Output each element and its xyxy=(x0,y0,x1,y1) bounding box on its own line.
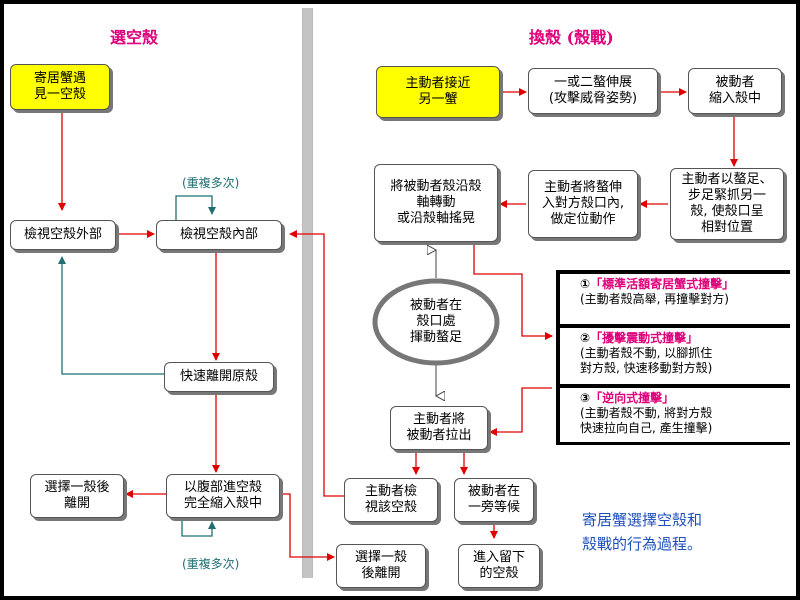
box-inspect-inside: 檢視空殼內部 xyxy=(156,220,282,250)
attack-item-3-title: 「逆向式撞擊」 xyxy=(590,391,675,405)
box-reach-in: 主動者將螯伸 入對方殼口內, 做定位動作 xyxy=(528,170,638,238)
box-inspect-shell: 主動者檢 視該空殼 xyxy=(344,478,438,522)
box-choose-and-leave: 選擇一殼後 離開 xyxy=(30,474,124,518)
section-divider xyxy=(302,8,313,578)
attack-item-3: ③「逆向式撞擊」 (主動者殼不動, 將對方殼 快速拉向自己, 產生撞擊) xyxy=(560,388,790,442)
arrow-repeat-bottom xyxy=(181,516,216,537)
attack-item-3-desc: (主動者殼不動, 將對方殼 快速拉向自己, 產生撞擊) xyxy=(580,406,713,435)
attack-item-2-number: ② xyxy=(580,331,591,345)
box-abdomen-enter: 以腹部進空殼 完全縮入殼中 xyxy=(166,474,280,518)
arrow-panel-to-pullout xyxy=(489,387,552,436)
box-inspect-outside: 檢視空殼外部 xyxy=(10,220,116,250)
arrow-repeat-top xyxy=(175,195,216,220)
box-encounter-empty-shell: 寄居蟹遇 見一空殼 xyxy=(10,64,110,110)
text-passive-wave: 被動者在 殼口處 揮動螯足 xyxy=(409,298,462,345)
box-pull-out: 主動者將 被動者拉出 xyxy=(390,406,488,450)
attack-item-1-title: 「標準活額寄居蟹式撞擊」 xyxy=(590,277,735,291)
box-approach: 主動者接近 另一蟹 xyxy=(376,66,500,118)
arrow-inspect-to-inside xyxy=(289,230,344,497)
arrow-abdomen-to-leave-chosen xyxy=(282,493,335,561)
box-leave-quickly: 快速離開原殼 xyxy=(164,362,274,392)
box-leave-chosen: 選擇一殼 後離開 xyxy=(336,544,426,588)
attack-item-3-number: ③ xyxy=(580,391,591,405)
passive-wave-ellipse xyxy=(372,278,500,366)
flow-arrows xyxy=(58,88,738,561)
attack-types-panel: ①「標準活額寄居蟹式撞擊」 (主動者殼高舉, 再撞擊對方) ②「擾擊震動式撞擊」… xyxy=(556,270,790,445)
box-enter-left-shell: 進入留下 的空殼 xyxy=(458,544,540,588)
attack-item-1-desc: (主動者殼高舉, 再撞擊對方) xyxy=(580,292,729,306)
attack-item-2-title: 「擾擊震動式撞擊」 xyxy=(590,331,699,345)
box-wait-aside: 被動者在 一旁等候 xyxy=(454,478,534,522)
attack-item-2: ②「擾擊震動式撞擊」 (主動者殼不動, 以腳抓住 對方殼, 快速移動對方殼) xyxy=(560,328,790,384)
box-threat-display: 一或二螯伸展 (攻擊威脅姿勢) xyxy=(528,68,658,114)
label-repeat-bottom: (重複多次) xyxy=(182,557,240,571)
box-grip-shell: 主動者以螯足、 步足緊抓另一 殼, 使殼口呈 相對位置 xyxy=(670,168,784,240)
caption: 寄居蟹選擇空殼和 殼戰的行為過程。 xyxy=(582,511,703,553)
heading-shell-fight: 換殼 (殼戰) xyxy=(529,28,614,47)
arrow-leave-to-outside xyxy=(58,256,164,375)
diagram-canvas: 選空殼 換殼 (殼戰) 寄居蟹遇 見一空殼 檢視空殼外部 檢視空殼內部 (重複多… xyxy=(4,4,796,596)
attack-item-1-number: ① xyxy=(580,277,591,291)
box-rotate-shell: 將被動者殼沿殼 軸轉動 或沿殼軸搖晃 xyxy=(374,164,498,242)
label-repeat-top: (重複多次) xyxy=(182,176,240,190)
attack-item-1: ①「標準活額寄居蟹式撞擊」 (主動者殼高舉, 再撞擊對方) xyxy=(560,274,790,324)
attack-item-2-desc: (主動者殼不動, 以腳抓住 對方殼, 快速移動對方殼) xyxy=(580,346,713,375)
box-passive-retract: 被動者 縮入殼中 xyxy=(688,68,782,114)
arrow-rotate-to-panel xyxy=(473,242,553,340)
heading-choose-shell: 選空殼 xyxy=(110,28,159,47)
